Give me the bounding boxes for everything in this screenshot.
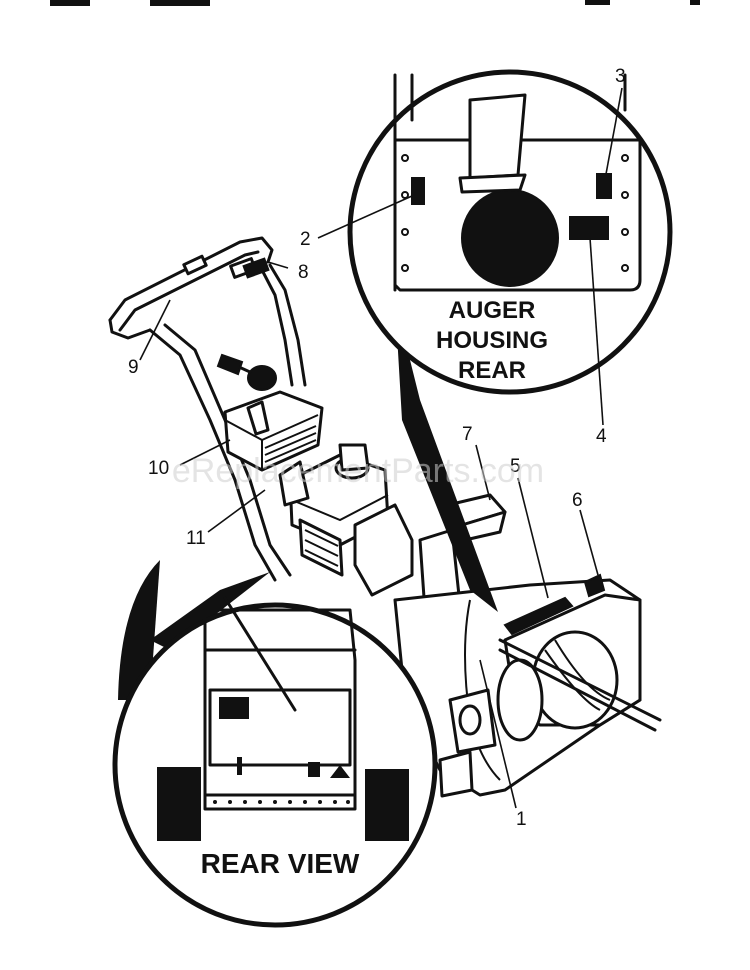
callout-10: 10 xyxy=(148,458,169,479)
control-console xyxy=(216,353,324,472)
decal-2 xyxy=(411,177,425,205)
snowblower-illustration xyxy=(108,236,662,798)
left-wheel xyxy=(157,767,201,841)
decal-3 xyxy=(596,173,612,199)
callout-9: 9 xyxy=(128,357,139,378)
callout-1: 1 xyxy=(516,809,527,830)
inset-label-housing: HOUSING xyxy=(436,327,548,354)
leader-lines xyxy=(139,87,623,809)
callout-7: 7 xyxy=(462,424,473,445)
callout-2: 2 xyxy=(300,229,311,250)
callout-numbers: 1 2 3 4 5 6 7 8 9 10 11 xyxy=(128,66,626,830)
callout-5: 5 xyxy=(510,456,521,477)
inset-label-auger: AUGER xyxy=(449,297,536,324)
callout-8: 8 xyxy=(298,262,309,283)
callout-11: 11 xyxy=(186,528,206,549)
inset-label-rear: REAR xyxy=(458,357,526,384)
auger-housing-rear-inset: AUGER HOUSING REAR xyxy=(347,69,673,395)
auger-housing xyxy=(393,573,662,798)
callout-4: 4 xyxy=(596,426,607,447)
decal-4 xyxy=(569,216,609,240)
callout-6: 6 xyxy=(572,490,583,511)
inset-label-rear-view: REAR VIEW xyxy=(201,848,360,879)
rear-view-inset: REAR VIEW xyxy=(112,560,438,928)
rear-decal-left xyxy=(219,697,249,719)
callout-3: 3 xyxy=(615,66,626,87)
cropped-header-marks xyxy=(50,0,700,6)
right-wheel xyxy=(365,769,409,841)
watermark-text: eReplacementParts.com xyxy=(172,452,544,490)
engine xyxy=(278,443,414,597)
